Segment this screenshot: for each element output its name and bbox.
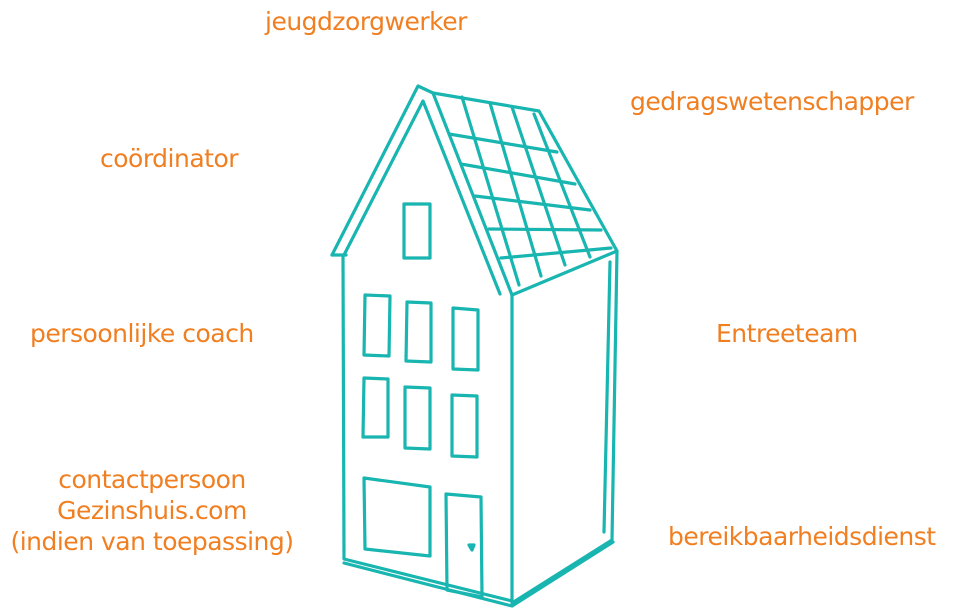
roof-tile-line <box>512 107 565 265</box>
roof-tile-line <box>489 229 601 230</box>
shop-window <box>364 478 430 556</box>
door-knob <box>469 545 474 550</box>
house-door <box>446 494 482 597</box>
house-side-wall-edge <box>604 262 610 532</box>
window <box>363 378 388 437</box>
house-outline <box>332 86 617 606</box>
window <box>452 395 477 457</box>
roof-tiles <box>449 97 611 285</box>
window <box>453 308 478 370</box>
window <box>406 302 431 362</box>
roof-tile-line <box>501 248 611 258</box>
roof-tile-line <box>490 103 541 276</box>
window <box>405 387 430 449</box>
house-gable <box>332 86 512 295</box>
window-attic <box>404 204 430 258</box>
door <box>446 494 482 597</box>
window <box>364 295 390 356</box>
house-windows <box>363 204 478 556</box>
